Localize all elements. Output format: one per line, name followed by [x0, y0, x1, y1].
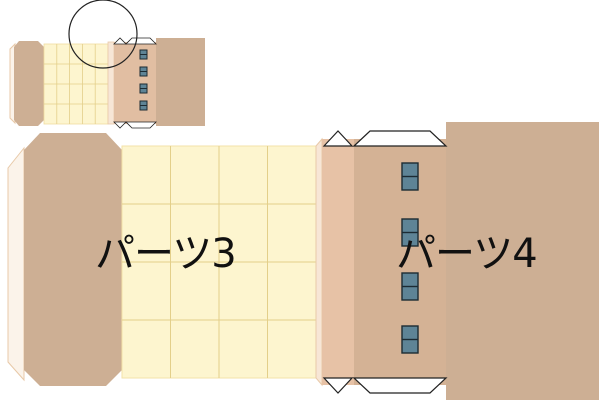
- preview-wall: [114, 42, 156, 124]
- preview-net: [9, 0, 205, 129]
- part4-label: パーツ4: [396, 231, 538, 277]
- preview-floor-panel: [43, 43, 109, 125]
- magnifier-circle-icon: [68, 0, 138, 69]
- part4-end-panel: [446, 122, 599, 400]
- fold-flap: [315, 137, 323, 387]
- part3-end-wall: [24, 133, 122, 386]
- fold-tab-icon: [322, 377, 354, 394]
- part4-windows: [401, 162, 419, 354]
- roof-tabs-top: [322, 130, 448, 147]
- fold-tab-icon: [125, 37, 157, 45]
- part4-wall-light: [322, 139, 354, 385]
- part3-label: パーツ3: [95, 231, 237, 277]
- roof-tabs-bottom: [322, 377, 448, 394]
- part4-wall: [354, 139, 446, 385]
- preview-floor-grid: [44, 44, 108, 124]
- fold-tab-icon: [113, 37, 127, 45]
- fold-tab-icon: [352, 130, 448, 147]
- glue-tab-left: [7, 146, 25, 382]
- preview-windows: [139, 49, 148, 111]
- main-net: [7, 122, 599, 400]
- preview-end-wall: [14, 41, 44, 126]
- fold-tab-icon: [352, 377, 448, 394]
- fold-tab-icon: [125, 121, 157, 129]
- part3-floor-panel: [121, 145, 317, 379]
- preview-fold-flap: [107, 41, 115, 125]
- part3-floor-grid: [122, 146, 316, 378]
- preview-end-panel: [156, 38, 205, 126]
- fold-tab-icon: [113, 121, 127, 129]
- fold-tab-icon: [322, 130, 354, 147]
